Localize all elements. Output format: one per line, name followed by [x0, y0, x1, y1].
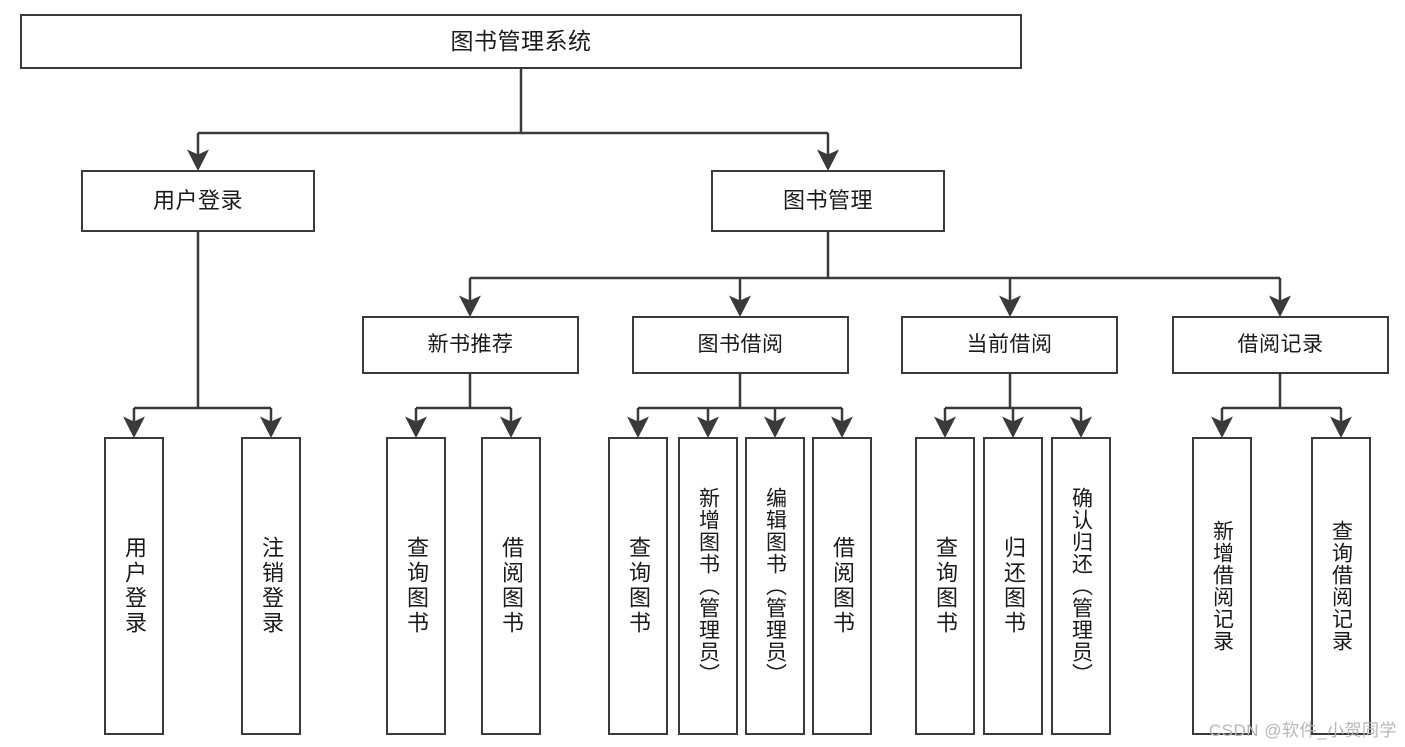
leaf-recommend-query-book[interactable]: 查询图书 [386, 437, 446, 735]
node-label: 新书推荐 [427, 333, 514, 357]
watermark: CSDN @软件_小贺同学 [1208, 721, 1397, 740]
leaf-current-return-book[interactable]: 归还图书 [983, 437, 1043, 735]
node-root-system[interactable]: 图书管理系统 [20, 14, 1022, 69]
node-label: 新增借阅记录 [1210, 520, 1234, 652]
node-label: 归还图书 [1001, 536, 1026, 636]
leaf-borrow-query-book[interactable]: 查询图书 [608, 437, 668, 735]
leaf-borrow-add-book-admin[interactable]: 新增图书（管理员） [678, 437, 738, 735]
node-label: 确认归还（管理员） [1069, 487, 1093, 685]
leaf-user-login-signin[interactable]: 用户登录 [104, 437, 164, 735]
node-label: 查询图书 [404, 536, 429, 636]
node-book-management[interactable]: 图书管理 [711, 170, 945, 232]
node-label: 新增图书（管理员） [696, 487, 720, 685]
node-label: 借阅记录 [1237, 333, 1324, 357]
node-label: 查询图书 [626, 536, 651, 636]
leaf-current-query-book[interactable]: 查询图书 [915, 437, 975, 735]
node-new-book-recommend[interactable]: 新书推荐 [362, 316, 579, 374]
node-label: 借阅图书 [830, 536, 855, 636]
node-label: 查询图书 [933, 536, 958, 636]
node-label: 用户登录 [122, 536, 147, 636]
node-borrow-record[interactable]: 借阅记录 [1172, 316, 1389, 374]
leaf-recommend-borrow-book[interactable]: 借阅图书 [481, 437, 541, 735]
node-user-login[interactable]: 用户登录 [81, 170, 315, 232]
node-label: 借阅图书 [499, 536, 524, 636]
leaf-borrow-edit-book-admin[interactable]: 编辑图书（管理员） [745, 437, 805, 735]
leaf-record-query-borrow-record[interactable]: 查询借阅记录 [1311, 437, 1371, 735]
node-label: 当前借阅 [966, 333, 1053, 357]
node-label: 查询借阅记录 [1329, 520, 1353, 652]
node-label: 图书管理系统 [450, 27, 592, 54]
node-label: 编辑图书（管理员） [763, 487, 787, 685]
node-label: 注销登录 [259, 536, 284, 636]
leaf-record-add-borrow-record[interactable]: 新增借阅记录 [1192, 437, 1252, 735]
node-book-borrow[interactable]: 图书借阅 [632, 316, 849, 374]
node-label: 图书管理 [782, 187, 873, 213]
leaf-current-confirm-return-admin[interactable]: 确认归还（管理员） [1051, 437, 1111, 735]
leaf-user-login-signout[interactable]: 注销登录 [241, 437, 301, 735]
leaf-borrow-borrow-book[interactable]: 借阅图书 [812, 437, 872, 735]
node-label: 图书借阅 [697, 333, 784, 357]
node-label: 用户登录 [152, 187, 243, 213]
node-current-borrow[interactable]: 当前借阅 [901, 316, 1118, 374]
